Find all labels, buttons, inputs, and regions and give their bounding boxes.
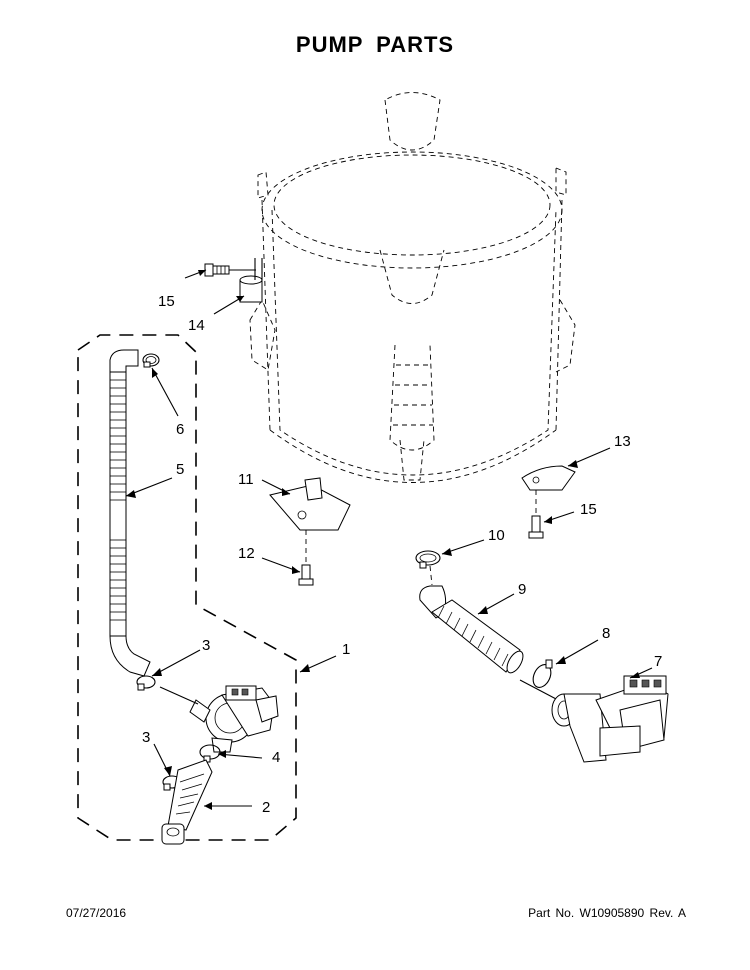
drain-hose-part-5 xyxy=(109,349,151,677)
hose-clamp-part-4 xyxy=(199,744,221,763)
bracket-part-11 xyxy=(269,477,351,531)
screw-part-15-left xyxy=(204,263,256,277)
footer-part-number: Part No. W10905890 Rev. A xyxy=(528,906,686,920)
bracket-part-13 xyxy=(521,465,576,515)
hose-clamp-part-10 xyxy=(415,550,441,586)
callout-15-left: 15 xyxy=(158,293,175,310)
callout-14: 14 xyxy=(188,317,205,334)
pump-hose-part-2 xyxy=(161,759,213,845)
leader-arrowheads xyxy=(126,270,640,810)
screw-part-15-right xyxy=(528,515,544,539)
hose-clamp-part-3-top xyxy=(136,675,156,691)
screw-part-12 xyxy=(298,530,314,586)
page-title: PUMP PARTS xyxy=(295,32,455,57)
callout-9: 9 xyxy=(518,581,526,598)
footer-date: 07/27/2016 xyxy=(66,906,127,920)
callout-3-top: 3 xyxy=(202,637,210,654)
tub-outline xyxy=(249,92,576,483)
drain-hose-part-9 xyxy=(419,585,524,674)
hose-clamp-part-6 xyxy=(142,353,160,368)
callout-3-bottom: 3 xyxy=(142,729,150,746)
pump-part-1 xyxy=(159,685,279,753)
clip-part-14 xyxy=(239,258,263,303)
callout-15-right: 15 xyxy=(580,501,597,518)
callout-4: 4 xyxy=(272,749,280,766)
drain-pump-part-7 xyxy=(551,675,669,763)
callout-12: 12 xyxy=(238,545,255,562)
callout-1: 1 xyxy=(342,641,350,658)
callout-2: 2 xyxy=(262,799,270,816)
callout-7: 7 xyxy=(654,653,662,670)
callout-8: 8 xyxy=(602,625,610,642)
pump-kit-boundary xyxy=(77,334,297,841)
callout-6: 6 xyxy=(176,421,184,438)
callout-5: 5 xyxy=(176,461,184,478)
callout-11: 11 xyxy=(238,471,254,488)
callout-10: 10 xyxy=(488,527,505,544)
callout-13: 13 xyxy=(614,433,631,450)
hose-clamp-part-8 xyxy=(519,659,559,701)
